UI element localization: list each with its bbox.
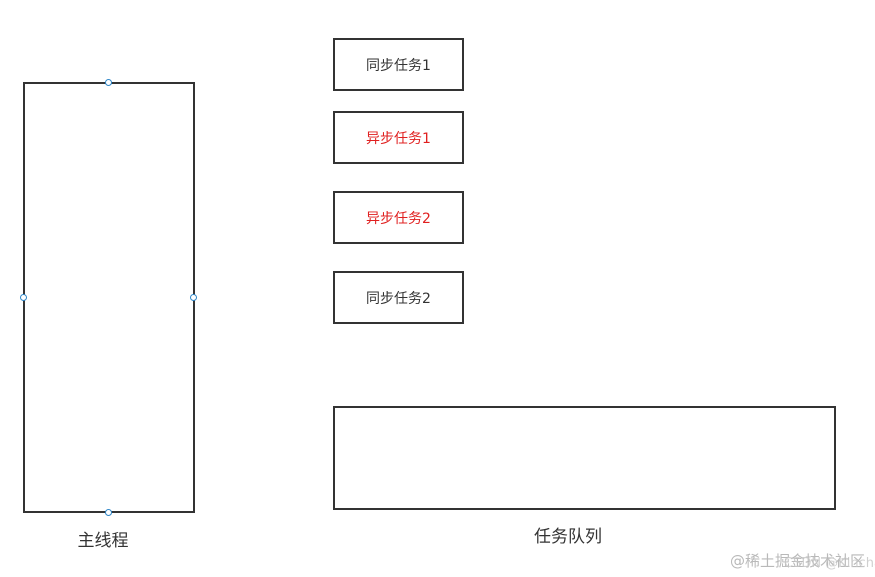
task-box-sync-1: 同步任务1 [333, 38, 464, 91]
task-label: 同步任务2 [366, 290, 431, 307]
task-box-async-1: 异步任务1 [333, 111, 464, 164]
resize-handle-top[interactable] [105, 79, 112, 86]
main-thread-box [23, 82, 195, 513]
task-label: 异步任务1 [366, 130, 431, 147]
task-label: 同步任务1 [366, 57, 431, 74]
watermark-text: @稀土掘金技术社区 [729, 552, 865, 570]
watermark: @稀土掘金技术社区 CSDN @Kinchar [729, 550, 875, 571]
task-box-async-2: 异步任务2 [333, 191, 464, 244]
resize-handle-left[interactable] [20, 294, 27, 301]
task-box-sync-2: 同步任务2 [333, 271, 464, 324]
resize-handle-right[interactable] [190, 294, 197, 301]
resize-handle-bottom[interactable] [105, 509, 112, 516]
task-label: 异步任务2 [366, 210, 431, 227]
task-queue-label: 任务队列 [534, 527, 602, 547]
main-thread-label: 主线程 [77, 531, 129, 551]
task-queue-box [333, 406, 836, 510]
watermark-subtext: CSDN @Kinchar [783, 556, 875, 571]
